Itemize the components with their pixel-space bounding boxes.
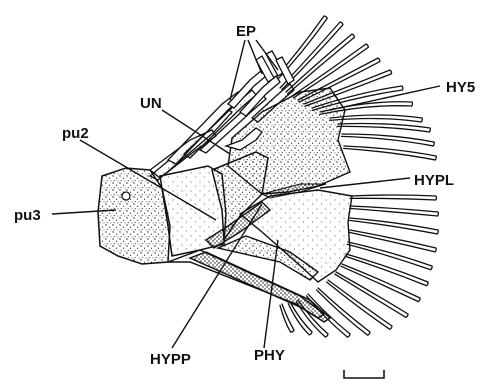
scale-bar — [344, 370, 384, 378]
fin-ray — [342, 134, 435, 146]
label-phy: PHY — [254, 347, 285, 364]
fin-ray — [350, 218, 439, 234]
fin-ray — [350, 206, 439, 216]
centrum-foramen — [122, 192, 130, 200]
fin-ray — [338, 124, 431, 132]
label-pu3: pu3 — [14, 207, 41, 224]
label-pu2: pu2 — [62, 125, 89, 142]
label-hypp: HYPP — [150, 351, 191, 368]
preural-centrum-3 — [98, 168, 170, 264]
fin-ray — [344, 146, 437, 160]
label-hy5: HY5 — [446, 79, 475, 96]
label-hypl: HYPL — [414, 172, 454, 189]
label-un: UN — [140, 95, 162, 112]
fin-ray — [350, 195, 437, 200]
label-ep: EP — [236, 23, 256, 40]
